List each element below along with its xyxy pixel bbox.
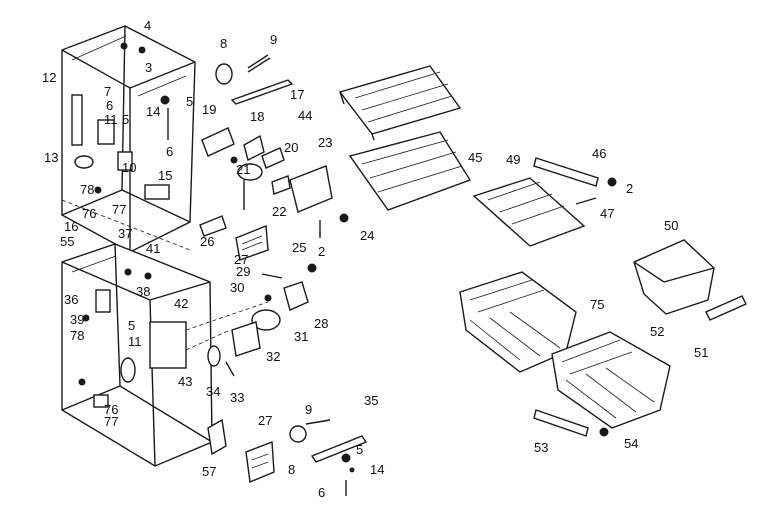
upper-cabinet: [61, 25, 196, 253]
center-parts: [199, 54, 368, 496]
callout-78: 78: [80, 182, 94, 197]
callout-54: 54: [624, 436, 638, 451]
callout-23: 23: [318, 135, 332, 150]
callout-45: 45: [468, 150, 482, 165]
callout-5: 5: [186, 94, 193, 109]
callout-76: 76: [104, 402, 118, 417]
callout-30: 30: [230, 280, 244, 295]
callout-20: 20: [284, 140, 298, 155]
callout-28: 28: [314, 316, 328, 331]
callout-76: 76: [82, 206, 96, 221]
callout-7: 7: [104, 84, 111, 99]
callout-11: 11: [104, 112, 118, 127]
callout-6: 6: [106, 98, 113, 113]
callout-39: 39: [70, 312, 84, 327]
callout-27: 27: [234, 252, 248, 267]
callout-5: 5: [122, 112, 129, 127]
callout-12: 12: [42, 70, 56, 85]
callout-38: 38: [136, 284, 150, 299]
callout-55: 55: [60, 234, 74, 249]
callout-50: 50: [664, 218, 678, 233]
callout-53: 53: [534, 440, 548, 455]
callout-57: 57: [202, 464, 216, 479]
callout-24: 24: [360, 228, 374, 243]
callout-35: 35: [364, 393, 378, 408]
callout-44: 44: [298, 108, 312, 123]
callout-13: 13: [44, 150, 58, 165]
callout-47: 47: [600, 206, 614, 221]
callout-4: 4: [144, 18, 151, 33]
callout-10: 10: [122, 160, 136, 175]
callout-26: 26: [200, 234, 214, 249]
callout-5: 5: [356, 442, 363, 457]
callout-8: 8: [288, 462, 295, 477]
callout-8: 8: [220, 36, 227, 51]
callout-51: 51: [694, 345, 708, 360]
callout-49: 49: [506, 152, 520, 167]
callout-31: 31: [294, 329, 308, 344]
callout-32: 32: [266, 349, 280, 364]
callout-25: 25: [292, 240, 306, 255]
callout-27: 27: [258, 413, 272, 428]
callout-9: 9: [305, 402, 312, 417]
callout-78: 78: [70, 328, 84, 343]
callout-9: 9: [270, 32, 277, 47]
callout-11: 11: [128, 334, 142, 349]
callout-14: 14: [146, 104, 160, 119]
callout-36: 36: [64, 292, 78, 307]
callout-14: 14: [370, 462, 384, 477]
lower-cabinet: [61, 243, 269, 467]
callout-34: 34: [206, 384, 220, 399]
callout-29: 29: [236, 264, 250, 279]
callout-42: 42: [174, 296, 188, 311]
callout-17: 17: [290, 87, 304, 102]
callout-41: 41: [146, 241, 160, 256]
callout-18: 18: [250, 109, 264, 124]
callout-2: 2: [626, 181, 633, 196]
callout-5: 5: [128, 318, 135, 333]
callout-22: 22: [272, 204, 286, 219]
callout-15: 15: [158, 168, 172, 183]
callout-16: 16: [64, 219, 78, 234]
callout-19: 19: [202, 102, 216, 117]
callout-6: 6: [166, 144, 173, 159]
callout-21: 21: [236, 162, 250, 177]
callout-75: 75: [590, 297, 604, 312]
shelves-and-baskets: [338, 65, 747, 437]
callout-2: 2: [318, 244, 325, 259]
callout-52: 52: [650, 324, 664, 339]
callout-46: 46: [592, 146, 606, 161]
callout-3: 3: [145, 60, 152, 75]
callout-43: 43: [178, 374, 192, 389]
callout-6: 6: [318, 485, 325, 500]
callout-33: 33: [230, 390, 244, 405]
callout-77: 77: [104, 414, 118, 429]
callout-77: 77: [112, 202, 126, 217]
callout-37: 37: [118, 226, 132, 241]
